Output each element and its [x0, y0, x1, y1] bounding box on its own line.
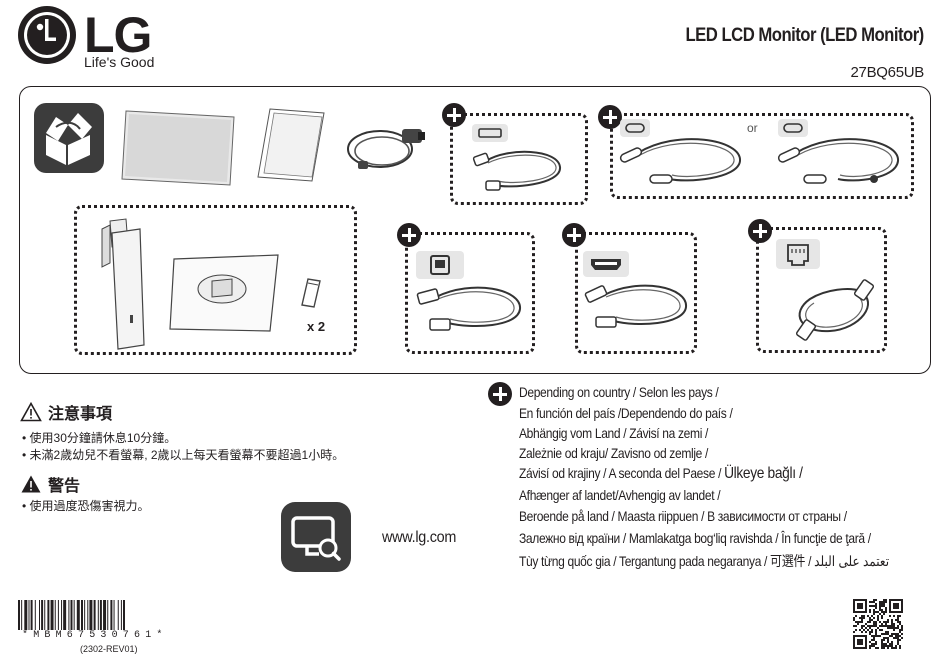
document-title: LED LCD Monitor (LED Monitor) — [685, 25, 925, 46]
usb-c-port-icon — [620, 119, 650, 137]
optional-usb-c-cable-box — [450, 113, 588, 205]
lg-logo: LG Life's Good — [18, 6, 168, 74]
warning-line: • 使用過度恐傷害視力。 — [22, 499, 150, 513]
usb-b-port-icon — [416, 251, 464, 279]
caution-line: • 未滿2歲幼兒不看螢幕, 2歲以上每天看螢幕不要超過1小時。 — [22, 448, 345, 462]
usb-c-cable-illustration — [777, 138, 900, 184]
optional-plus-icon — [748, 219, 772, 243]
lan-port-icon — [776, 239, 820, 269]
box-contents-panel: or x 2 — [19, 86, 931, 374]
cable-clip-illustration — [301, 278, 321, 308]
monitor-search-icon — [281, 502, 351, 572]
optional-plus-icon — [562, 223, 586, 247]
country-note-line: Závisí od krajiny / A seconda del Paese … — [519, 465, 803, 483]
country-note-text: Závisí od krajiny / A seconda del Paese … — [519, 465, 722, 481]
documents-illustration — [257, 108, 325, 182]
hdmi-cable-illustration — [584, 284, 688, 328]
optional-lan-cable-box — [756, 227, 887, 353]
optional-hdmi-cable-box — [575, 232, 697, 354]
warning-triangle-icon — [21, 475, 41, 493]
country-note-line: Depending on country / Selon les pays / — [519, 384, 719, 400]
country-note-line: En función del país /Dependendo do país … — [519, 405, 733, 421]
qr-code-image — [853, 599, 903, 649]
caution-title: 注意事項 — [48, 406, 113, 423]
clip-quantity-label: x 2 — [307, 319, 326, 334]
website-link[interactable]: www.lg.com — [382, 529, 457, 546]
stand-components-box — [74, 205, 357, 355]
country-note-line: Залежно від країни / Mamlakatga bog‘liq … — [519, 530, 871, 546]
stand-body-illustration — [101, 218, 145, 350]
warning-title: 警告 — [48, 478, 81, 495]
monitor-illustration — [121, 110, 235, 186]
optional-plus-icon — [397, 223, 421, 247]
barcode-image — [18, 600, 125, 630]
usb-c-port-icon — [778, 119, 808, 137]
usb-b-cable-illustration — [416, 286, 522, 331]
warning-heading: 警告 — [20, 472, 80, 496]
hdmi-port-icon — [583, 251, 629, 277]
lan-cable-illustration — [795, 279, 875, 341]
revision-code: (2302-REV01) — [80, 644, 138, 654]
country-note-line: Abhängig vom Land / Závisí na zemi / — [519, 425, 709, 441]
usb-cable-illustration — [472, 150, 562, 191]
caution-heading: 注意事項 — [20, 400, 112, 424]
usb-c-port-icon — [472, 124, 508, 142]
optional-usb-c-to-c-box — [610, 113, 914, 199]
optional-usb-b-cable-box — [405, 232, 535, 354]
lg-face-icon — [18, 6, 76, 64]
stand-base-illustration — [169, 254, 279, 332]
optional-plus-icon — [598, 105, 622, 129]
barcode-number: *MBM67530761* — [22, 630, 168, 641]
country-note-line: Afhænger af landet/Avhengig av landet / — [519, 487, 721, 503]
or-label: or — [747, 121, 758, 135]
country-note-text: Ülkeye bağlı / — [724, 465, 803, 482]
caution-line: • 使用30分鐘請休息10分鐘。 — [22, 431, 177, 445]
caution-triangle-icon — [20, 402, 42, 422]
optional-plus-icon — [442, 103, 466, 127]
country-note-line: Tùy từng quốc gia / Tergantung pada nega… — [519, 553, 890, 569]
model-number: 27BQ65UB — [850, 64, 925, 81]
package-box-icon — [34, 103, 104, 173]
brand-tagline: Life's Good — [84, 54, 155, 70]
power-cord-illustration — [347, 129, 425, 169]
country-note-line: Zależnie od kraju/ Zavisno od zemlje / — [519, 445, 709, 461]
country-note-line: Beroende på land / Maasta riippuen / В з… — [519, 508, 847, 524]
usb-c-cable-illustration — [619, 138, 742, 184]
optional-plus-icon — [488, 382, 512, 406]
brand-name: LG — [84, 7, 152, 63]
